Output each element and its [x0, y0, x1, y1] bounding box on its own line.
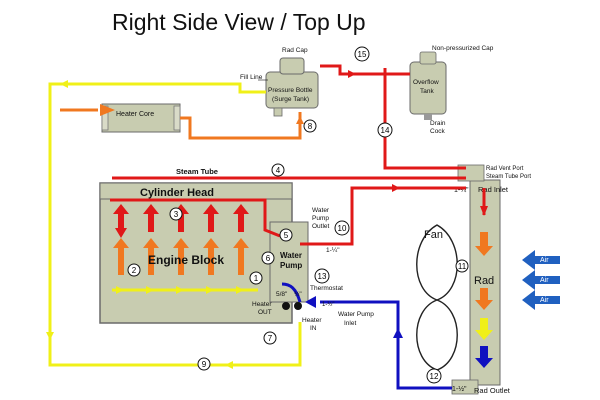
heater-out-label-2: OUT	[258, 309, 272, 316]
rad-outlet-label: Rad Outlet	[474, 386, 511, 395]
marker-7: 7	[263, 331, 277, 345]
svg-text:14: 14	[381, 126, 390, 135]
heater-core-label: Heater Core	[116, 111, 154, 118]
marker-11: 11	[455, 259, 469, 273]
water-pump-outlet-label-3: Outlet	[312, 223, 330, 230]
marker-13: 13	[314, 268, 330, 284]
steam-tube-label: Steam Tube	[176, 167, 218, 176]
water-pump-outlet-label-1: Water	[312, 207, 330, 214]
overflow-tank-label-1: Overflow	[413, 79, 439, 86]
fan-outline	[416, 224, 458, 371]
rad-inlet-label: Rad Inlet	[478, 185, 509, 194]
marker-1: 1	[249, 271, 263, 285]
water-pump-inlet-label-1: Water Pump	[338, 311, 374, 318]
markers: 1 2 3 4 5 6 7 8 9 10 11 12 13 14 15	[127, 46, 469, 384]
svg-text:8: 8	[308, 122, 313, 131]
orange-coolant-lines	[60, 108, 302, 140]
orange-block-arrows	[113, 238, 249, 275]
hose-size-34: ¾"	[294, 291, 302, 298]
svg-text:4: 4	[276, 166, 281, 175]
marker-4: 4	[271, 163, 285, 177]
svg-text:3: 3	[174, 210, 179, 219]
rad-flow-arrows	[475, 232, 493, 368]
air-label-3: Air	[540, 297, 549, 304]
svg-text:1: 1	[254, 274, 259, 283]
red-coolant-lines	[110, 64, 486, 246]
air-arrows: Air Air Air	[522, 250, 560, 310]
rad-vent-port-label: Rad Vent Port	[486, 166, 524, 172]
overflow-tank-label-2: Tank	[420, 88, 434, 95]
engine-block-body	[99, 182, 293, 324]
svg-text:13: 13	[318, 272, 327, 281]
heater-out-fitting	[282, 302, 290, 310]
svg-text:5: 5	[284, 231, 289, 240]
inlet-size-label: 1-½"	[322, 301, 334, 308]
surge-tank-label: (Surge Tank)	[272, 96, 309, 103]
marker-15: 15	[354, 46, 370, 62]
air-label-2: Air	[540, 277, 549, 284]
yellow-flow-arrows	[116, 286, 244, 294]
svg-text:7: 7	[268, 334, 273, 343]
svg-text:6: 6	[266, 254, 271, 263]
diagram-title: Right Side View / Top Up	[112, 9, 366, 35]
steam-tube-port-label: Steam Tube Port	[486, 174, 531, 180]
rad-cap-label: Rad Cap	[282, 47, 308, 54]
non-pressurized-cap-label: Non-pressurized Cap	[432, 45, 494, 52]
air-label-1: Air	[540, 257, 549, 264]
svg-text:9: 9	[202, 360, 207, 369]
marker-6: 6	[261, 251, 275, 265]
water-pump-inlet-label-2: Inlet	[344, 320, 356, 327]
svg-text:10: 10	[338, 224, 347, 233]
engine-block-label: Engine Block	[148, 253, 224, 267]
water-pump-outlet-label-2: Pump	[312, 215, 329, 222]
water-pump-label-2: Pump	[280, 261, 302, 270]
marker-10: 10	[334, 220, 350, 236]
heater-in-label-2: IN	[310, 325, 317, 332]
marker-2: 2	[127, 263, 141, 277]
svg-text:11: 11	[458, 262, 467, 271]
heater-out-label-1: Heater	[252, 301, 272, 308]
heater-in-label-1: Heater	[302, 317, 322, 324]
marker-12: 12	[426, 368, 442, 384]
red-return-lines	[383, 68, 466, 170]
marker-9: 9	[197, 357, 211, 371]
rad-inlet-size: 1-¼"	[454, 187, 469, 194]
marker-5: 5	[279, 228, 293, 242]
yellow-coolant-lines	[48, 82, 302, 367]
marker-3: 3	[169, 207, 183, 221]
marker-14: 14	[377, 122, 393, 138]
blue-coolant-lines	[281, 282, 452, 390]
outlet-size-label: 1-¼"	[326, 247, 340, 254]
cylinder-head-label: Cylinder Head	[140, 187, 214, 199]
water-pump-label-1: Water	[280, 251, 302, 260]
svg-text:12: 12	[430, 372, 439, 381]
pressure-bottle-label: Pressure Bottle	[268, 87, 313, 94]
thermostat-label: Thermostat	[310, 285, 343, 292]
marker-8: 8	[303, 119, 317, 133]
svg-text:2: 2	[132, 266, 137, 275]
hose-size-58: 5/8"	[276, 291, 288, 298]
drain-cock-label-1: Drain	[430, 120, 446, 127]
svg-text:15: 15	[358, 50, 367, 59]
rad-outlet-size: 1-½"	[452, 385, 467, 393]
heater-in-fitting	[294, 302, 302, 310]
fan-label: Fan	[424, 229, 443, 241]
rad-label: Rad	[474, 275, 494, 287]
fill-line-label: Fill Line	[240, 74, 263, 81]
heater-core	[101, 103, 181, 133]
drain-cock-label-2: Cock	[430, 128, 446, 135]
